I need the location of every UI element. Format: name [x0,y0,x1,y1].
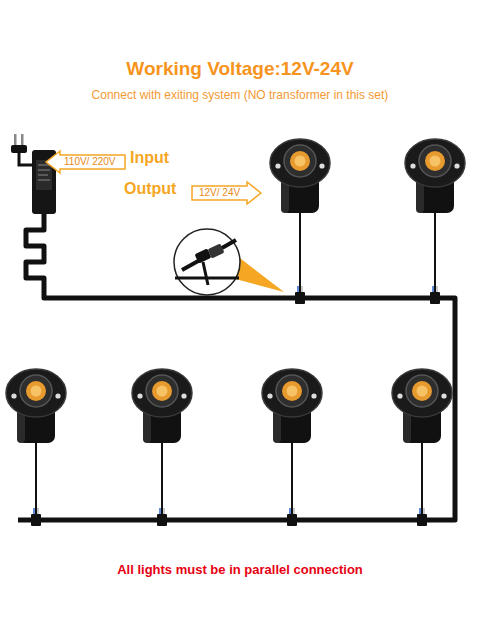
arrow-shape [46,151,125,173]
input-label: Input [130,149,169,166]
caption: All lights must be in parallel connectio… [117,562,363,577]
caption-holder: All lights must be in parallel connectio… [0,562,480,577]
input-label-holder: Input [130,149,169,167]
output-label-holder: Output [124,180,176,198]
voltage-arrow: 110V/ 220V [46,151,125,173]
voltage-text: 110V/ 220V [46,151,125,173]
output-label: Output [124,180,176,197]
subtitle-note-holder: Connect with exiting system (NO transfor… [0,88,480,102]
arrow-shape [192,182,261,204]
subtitle-note: Connect with exiting system (NO transfor… [92,88,389,102]
title: Working Voltage:12V-24V [126,58,353,79]
voltage-arrow: 12V/ 24V [192,182,261,204]
title-holder: Working Voltage:12V-24V [0,58,480,80]
voltage-text: 12V/ 24V [192,182,261,204]
